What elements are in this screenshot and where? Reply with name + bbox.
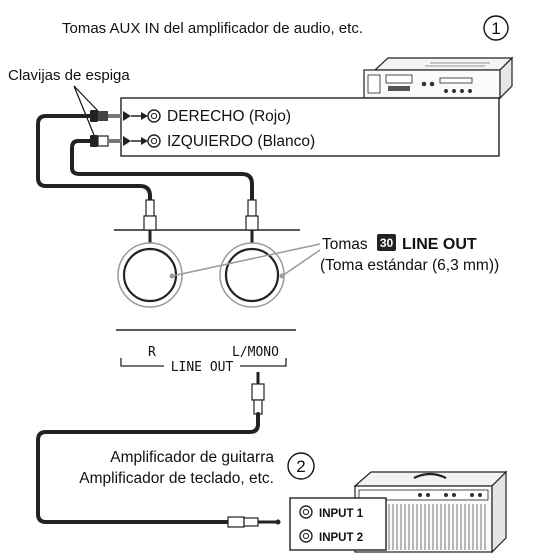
jacks-prefix: Tomas [322, 236, 368, 253]
plugs-leader-1 [73, 85, 99, 112]
left-channel-label: IZQUIERDO (Blanco) [167, 133, 315, 150]
jack-leader-dot-l [279, 273, 285, 279]
svg-text:2: 2 [296, 457, 305, 476]
keyboard-amp-label: Amplificador de teclado, etc. [79, 470, 274, 487]
jack-leader-r [171, 243, 321, 277]
plugs-leader-2 [73, 85, 95, 136]
cable-right [36, 114, 152, 202]
svg-text:30: 30 [380, 236, 394, 250]
right-channel-label: DERECHO (Rojo) [167, 108, 291, 125]
line-out-jack-r-icon [117, 242, 183, 308]
input-1-label: INPUT 1 [319, 508, 364, 520]
cable-mono [36, 412, 260, 524]
input-2-jack-icon [299, 529, 313, 543]
left-jack-icon [147, 134, 161, 148]
panel-label-lmono: L/MONO [232, 345, 279, 360]
step-number-1: 1 [483, 15, 509, 41]
pin-plug-right-icon [90, 110, 148, 122]
input-1-jack-icon [299, 505, 313, 519]
right-jack-icon [147, 109, 161, 123]
svg-text:1: 1 [491, 19, 500, 38]
jack-number-badge: 30 [377, 234, 396, 251]
audio-amplifier-icon [363, 56, 514, 100]
panel-bracket-left [120, 358, 164, 367]
line-out-title: LINE OUT [402, 236, 477, 253]
step-number-2: 2 [287, 452, 315, 480]
panel-label-r: R [148, 345, 156, 360]
panel-bracket-right [240, 358, 287, 367]
input-2-label: INPUT 2 [319, 532, 363, 544]
jack-size-note: (Toma estándar (6,3 mm)) [320, 257, 499, 274]
jack-leader-l [281, 249, 321, 277]
guitar-amp-label: Amplificador de guitarra [110, 449, 274, 466]
pin-plug-left-icon [90, 135, 148, 147]
cable-left [70, 139, 254, 202]
aux-in-box [120, 97, 500, 157]
aux-in-title: Tomas AUX IN del amplificador de audio, … [62, 20, 363, 37]
jack-leader-dot-r [169, 273, 175, 279]
plugs-label: Clavijas de espiga [8, 67, 130, 84]
panel-label-lineout: LINE OUT [171, 360, 234, 375]
phone-plug-lmono-icon [251, 372, 265, 415]
phone-plug-amp-icon [227, 516, 281, 528]
line-out-jack-l-icon [219, 242, 285, 308]
